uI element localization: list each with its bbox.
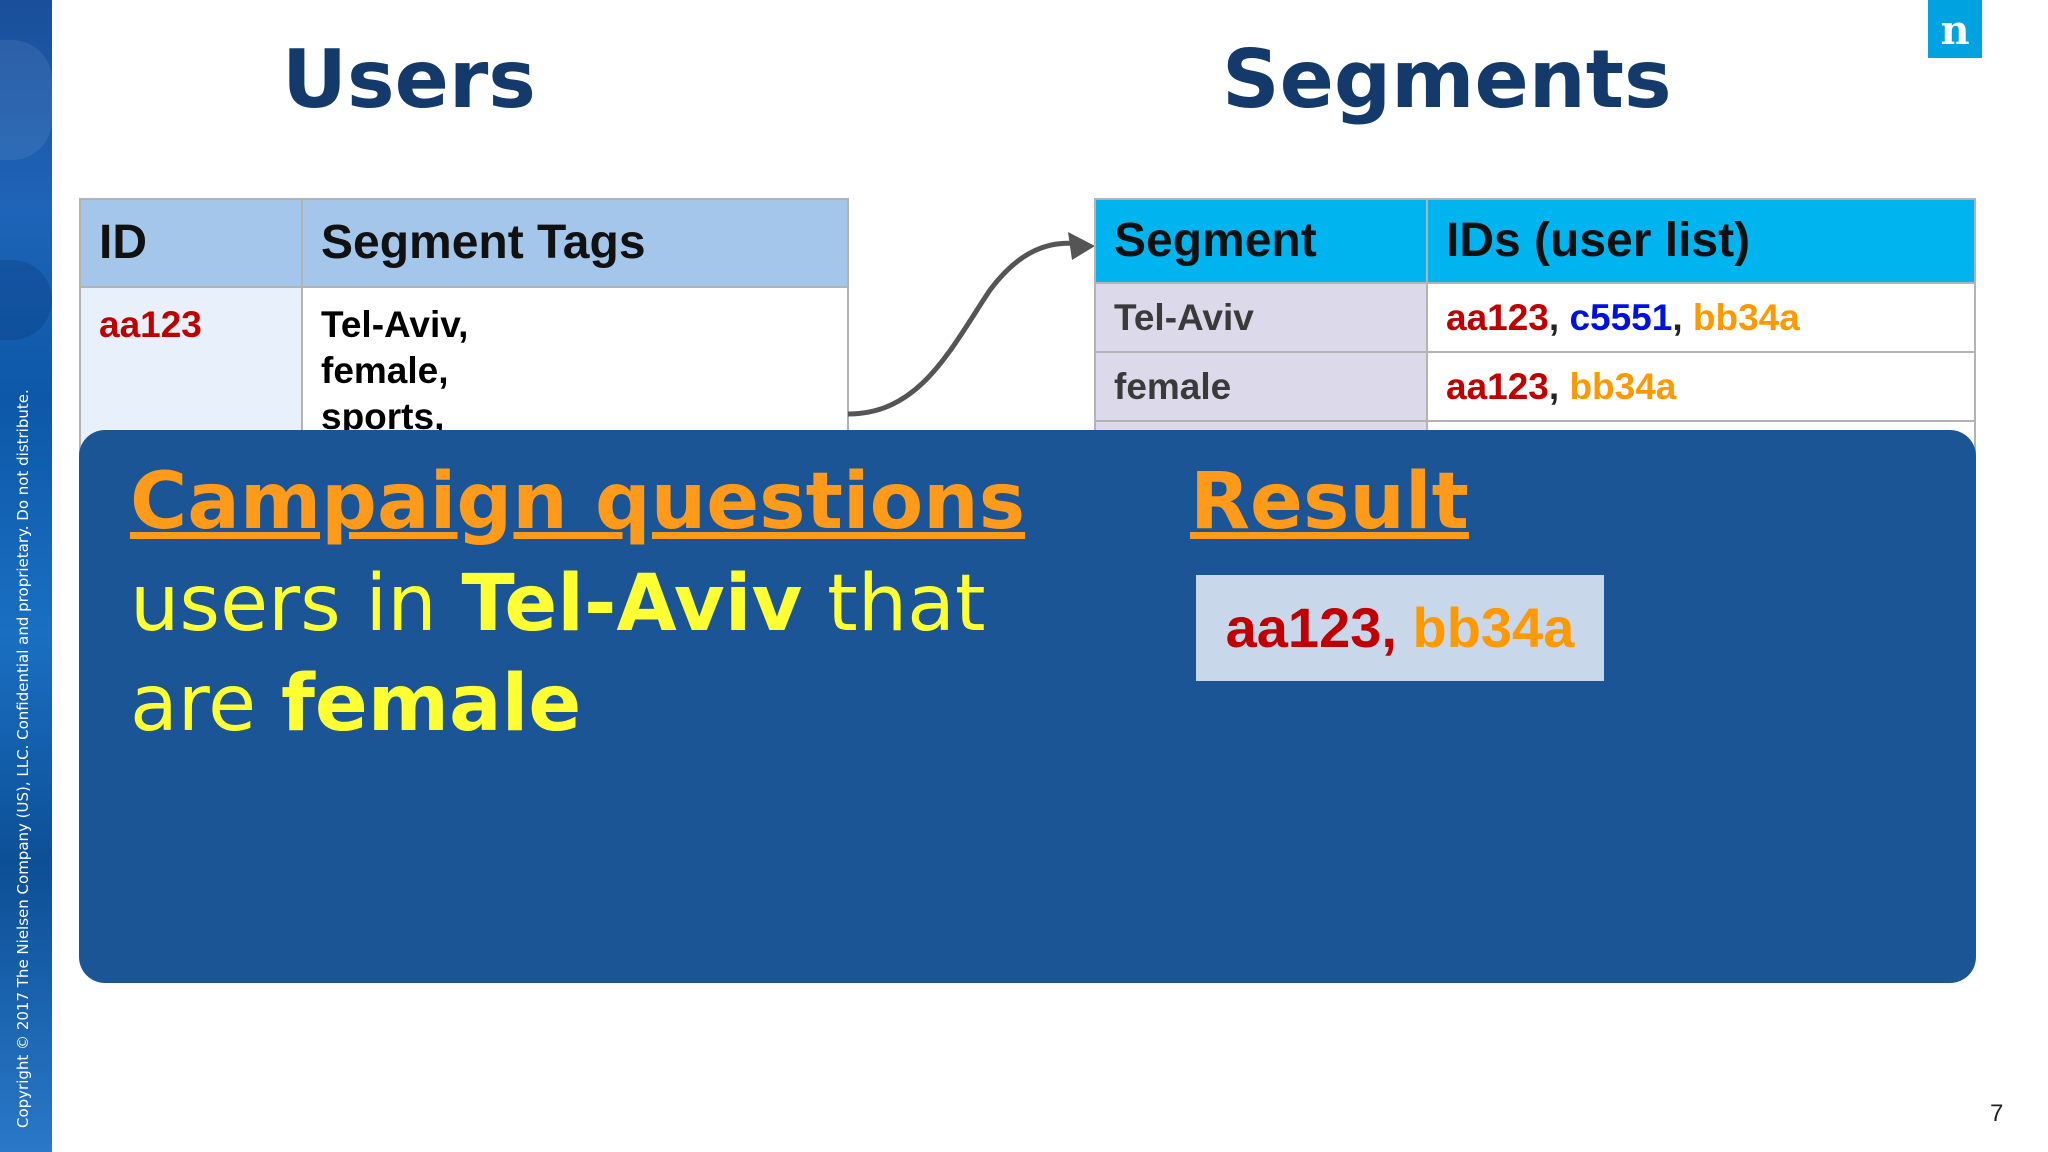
- users-heading: Users: [282, 33, 536, 126]
- page-number: 7: [1990, 1100, 2004, 1127]
- result-box: aa123, bb34a: [1196, 575, 1604, 681]
- users-col-id: ID: [79, 198, 303, 288]
- question-gender: female: [280, 659, 582, 749]
- id-separator: ,: [1548, 366, 1570, 407]
- campaign-questions-title: Campaign questions: [130, 457, 1026, 547]
- question-text: are: [130, 659, 281, 749]
- campaign-overlay-panel: [79, 430, 1976, 983]
- id-separator: ,: [1381, 596, 1413, 659]
- mapping-arrow-icon: [847, 232, 1095, 417]
- question-text: that: [802, 559, 986, 649]
- question-city: Tel-Aviv: [461, 559, 803, 649]
- users-table-header-row: ID Segment Tags: [79, 198, 849, 288]
- segment-user-id: bb34a: [1569, 366, 1677, 407]
- segments-col-segment: Segment: [1094, 198, 1428, 284]
- users-col-tags: Segment Tags: [301, 198, 849, 288]
- side-bar-wave: [0, 40, 52, 160]
- campaign-question-line-1: users in Tel-Aviv that: [130, 554, 986, 654]
- question-text: users in: [130, 559, 462, 649]
- user-tag: Tel-Aviv,: [321, 304, 469, 345]
- segments-heading: Segments: [1222, 33, 1672, 126]
- copyright-notice: Copyright © 2017 The Nielsen Company (US…: [14, 389, 32, 1128]
- table-row: Tel-Aviv aa123, c5551, bb34a: [1094, 282, 1976, 353]
- id-separator: ,: [1672, 297, 1693, 338]
- segment-ids-cell: aa123, c5551, bb34a: [1426, 282, 1976, 353]
- segment-user-id: aa123: [1446, 297, 1549, 338]
- nielsen-logo-icon: n: [1928, 0, 1982, 58]
- segment-name-cell: Tel-Aviv: [1094, 282, 1428, 353]
- result-user-id: bb34a: [1412, 596, 1575, 659]
- campaign-question-line-2: are female: [130, 654, 581, 754]
- segment-user-id: aa123: [1446, 366, 1549, 407]
- table-row: female aa123, bb34a: [1094, 351, 1976, 422]
- side-bar-wave: [0, 260, 52, 340]
- result-user-id: aa123: [1225, 596, 1382, 659]
- id-separator: ,: [1548, 297, 1570, 338]
- segment-user-id: bb34a: [1692, 297, 1800, 338]
- segment-ids-cell: aa123, bb34a: [1426, 351, 1976, 422]
- segments-col-ids: IDs (user list): [1426, 198, 1976, 284]
- user-tag: female,: [321, 350, 449, 391]
- segment-user-id: c5551: [1569, 297, 1673, 338]
- segments-table-header-row: Segment IDs (user list): [1094, 198, 1976, 284]
- segment-name-cell: female: [1094, 351, 1428, 422]
- result-title: Result: [1190, 457, 1469, 547]
- decorative-side-bar: [0, 0, 52, 1152]
